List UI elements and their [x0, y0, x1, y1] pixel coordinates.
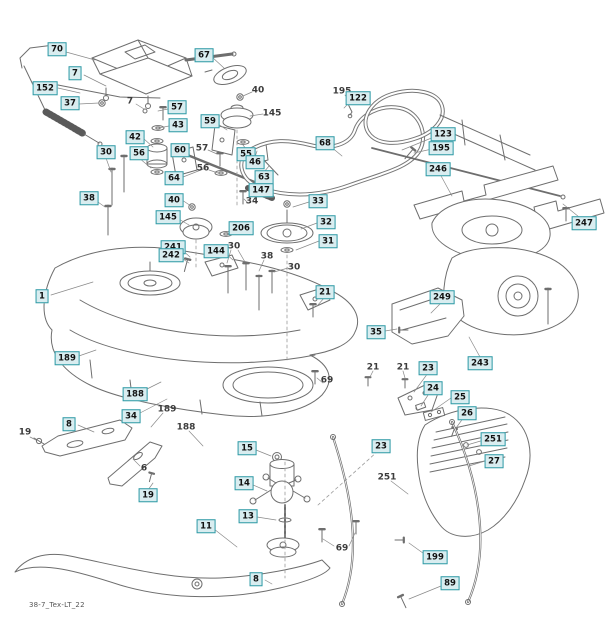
part-number-label-195: 195 [332, 86, 352, 97]
callout-35: 35 [366, 325, 386, 339]
callout-15: 15 [237, 441, 257, 455]
callout-144: 144 [203, 244, 229, 258]
callout-60: 60 [170, 143, 190, 157]
callout-26: 26 [457, 406, 477, 420]
callout-8: 8 [62, 417, 76, 431]
callout-1: 1 [35, 289, 49, 303]
callout-199: 199 [422, 550, 448, 564]
callout-247: 247 [571, 216, 597, 230]
idler-frame-drawing [91, 39, 237, 114]
part-number-label-40: 40 [251, 85, 265, 96]
part-number-label-57: 57 [195, 143, 209, 154]
flat-idler-drawing [260, 200, 314, 253]
callout-25: 25 [450, 390, 470, 404]
callout-7: 7 [68, 66, 82, 80]
hanger-brackets-drawing [33, 419, 163, 487]
callout-27: 27 [484, 454, 504, 468]
part-number-label-189: 189 [157, 404, 177, 415]
part-number-label-188: 188 [176, 422, 196, 433]
callout-70: 70 [47, 42, 67, 56]
callout-206: 206 [228, 221, 254, 235]
callout-67: 67 [194, 48, 214, 62]
callout-38: 38 [79, 191, 99, 205]
support-rods-drawing [311, 370, 482, 610]
callout-249: 249 [429, 290, 455, 304]
callout-14: 14 [234, 476, 254, 490]
part-number-label-30: 30 [227, 241, 241, 252]
part-number-label-6: 6 [140, 463, 148, 474]
clutch-assembly-drawing [104, 64, 279, 240]
part-number-label-34: 34 [245, 196, 259, 207]
callout-31: 31 [318, 234, 338, 248]
callout-8: 8 [249, 572, 263, 586]
callout-46: 46 [245, 155, 265, 169]
callout-152: 152 [32, 81, 58, 95]
part-number-label-21: 21 [366, 362, 380, 373]
callout-59: 59 [200, 114, 220, 128]
part-number-label-19: 19 [18, 427, 32, 438]
callout-43: 43 [168, 118, 188, 132]
callout-11: 11 [196, 519, 216, 533]
callout-64: 64 [164, 171, 184, 185]
callout-21: 21 [315, 285, 335, 299]
callout-24: 24 [423, 381, 443, 395]
callout-56: 56 [129, 146, 149, 160]
callout-147: 147 [248, 183, 274, 197]
callout-33: 33 [308, 194, 328, 208]
part-number-label-21: 21 [396, 362, 410, 373]
callout-251: 251 [480, 432, 506, 446]
callout-34: 34 [121, 409, 141, 423]
callout-32: 32 [316, 215, 336, 229]
deck-housing-drawing [43, 246, 359, 417]
part-number-label-251: 251 [377, 472, 397, 483]
dashed-alignment-lines [195, 129, 379, 579]
part-number-label-69: 69 [335, 543, 349, 554]
callout-246: 246 [425, 162, 451, 176]
callout-37: 37 [60, 96, 80, 110]
part-number-label-145: 145 [262, 108, 282, 119]
callout-68: 68 [315, 136, 335, 150]
part-number-label-69: 69 [320, 375, 334, 386]
callout-189: 189 [54, 351, 80, 365]
part-number-label-38: 38 [260, 251, 274, 262]
callout-13: 13 [238, 509, 258, 523]
callout-195: 195 [428, 141, 454, 155]
part-number-label-30: 30 [287, 262, 301, 273]
callout-63: 63 [254, 170, 274, 184]
callout-122: 122 [345, 91, 371, 105]
part-number-label-56: 56 [196, 163, 210, 174]
callout-188: 188 [122, 387, 148, 401]
callout-242: 242 [158, 248, 184, 262]
callout-23: 23 [418, 361, 438, 375]
callout-89: 89 [440, 576, 460, 590]
callout-42: 42 [125, 130, 145, 144]
callout-243: 243 [467, 356, 493, 370]
callout-23: 23 [371, 439, 391, 453]
part-number-label-7: 7 [126, 96, 134, 107]
callout-40: 40 [164, 193, 184, 207]
callout-57: 57 [167, 100, 187, 114]
blade-drawing [14, 553, 331, 598]
callout-145: 145 [155, 210, 181, 224]
drawing-code: 38-7_Tex-LT_22 [29, 601, 85, 609]
callout-123: 123 [430, 127, 456, 141]
callout-19: 19 [138, 488, 158, 502]
callout-30: 30 [96, 145, 116, 159]
